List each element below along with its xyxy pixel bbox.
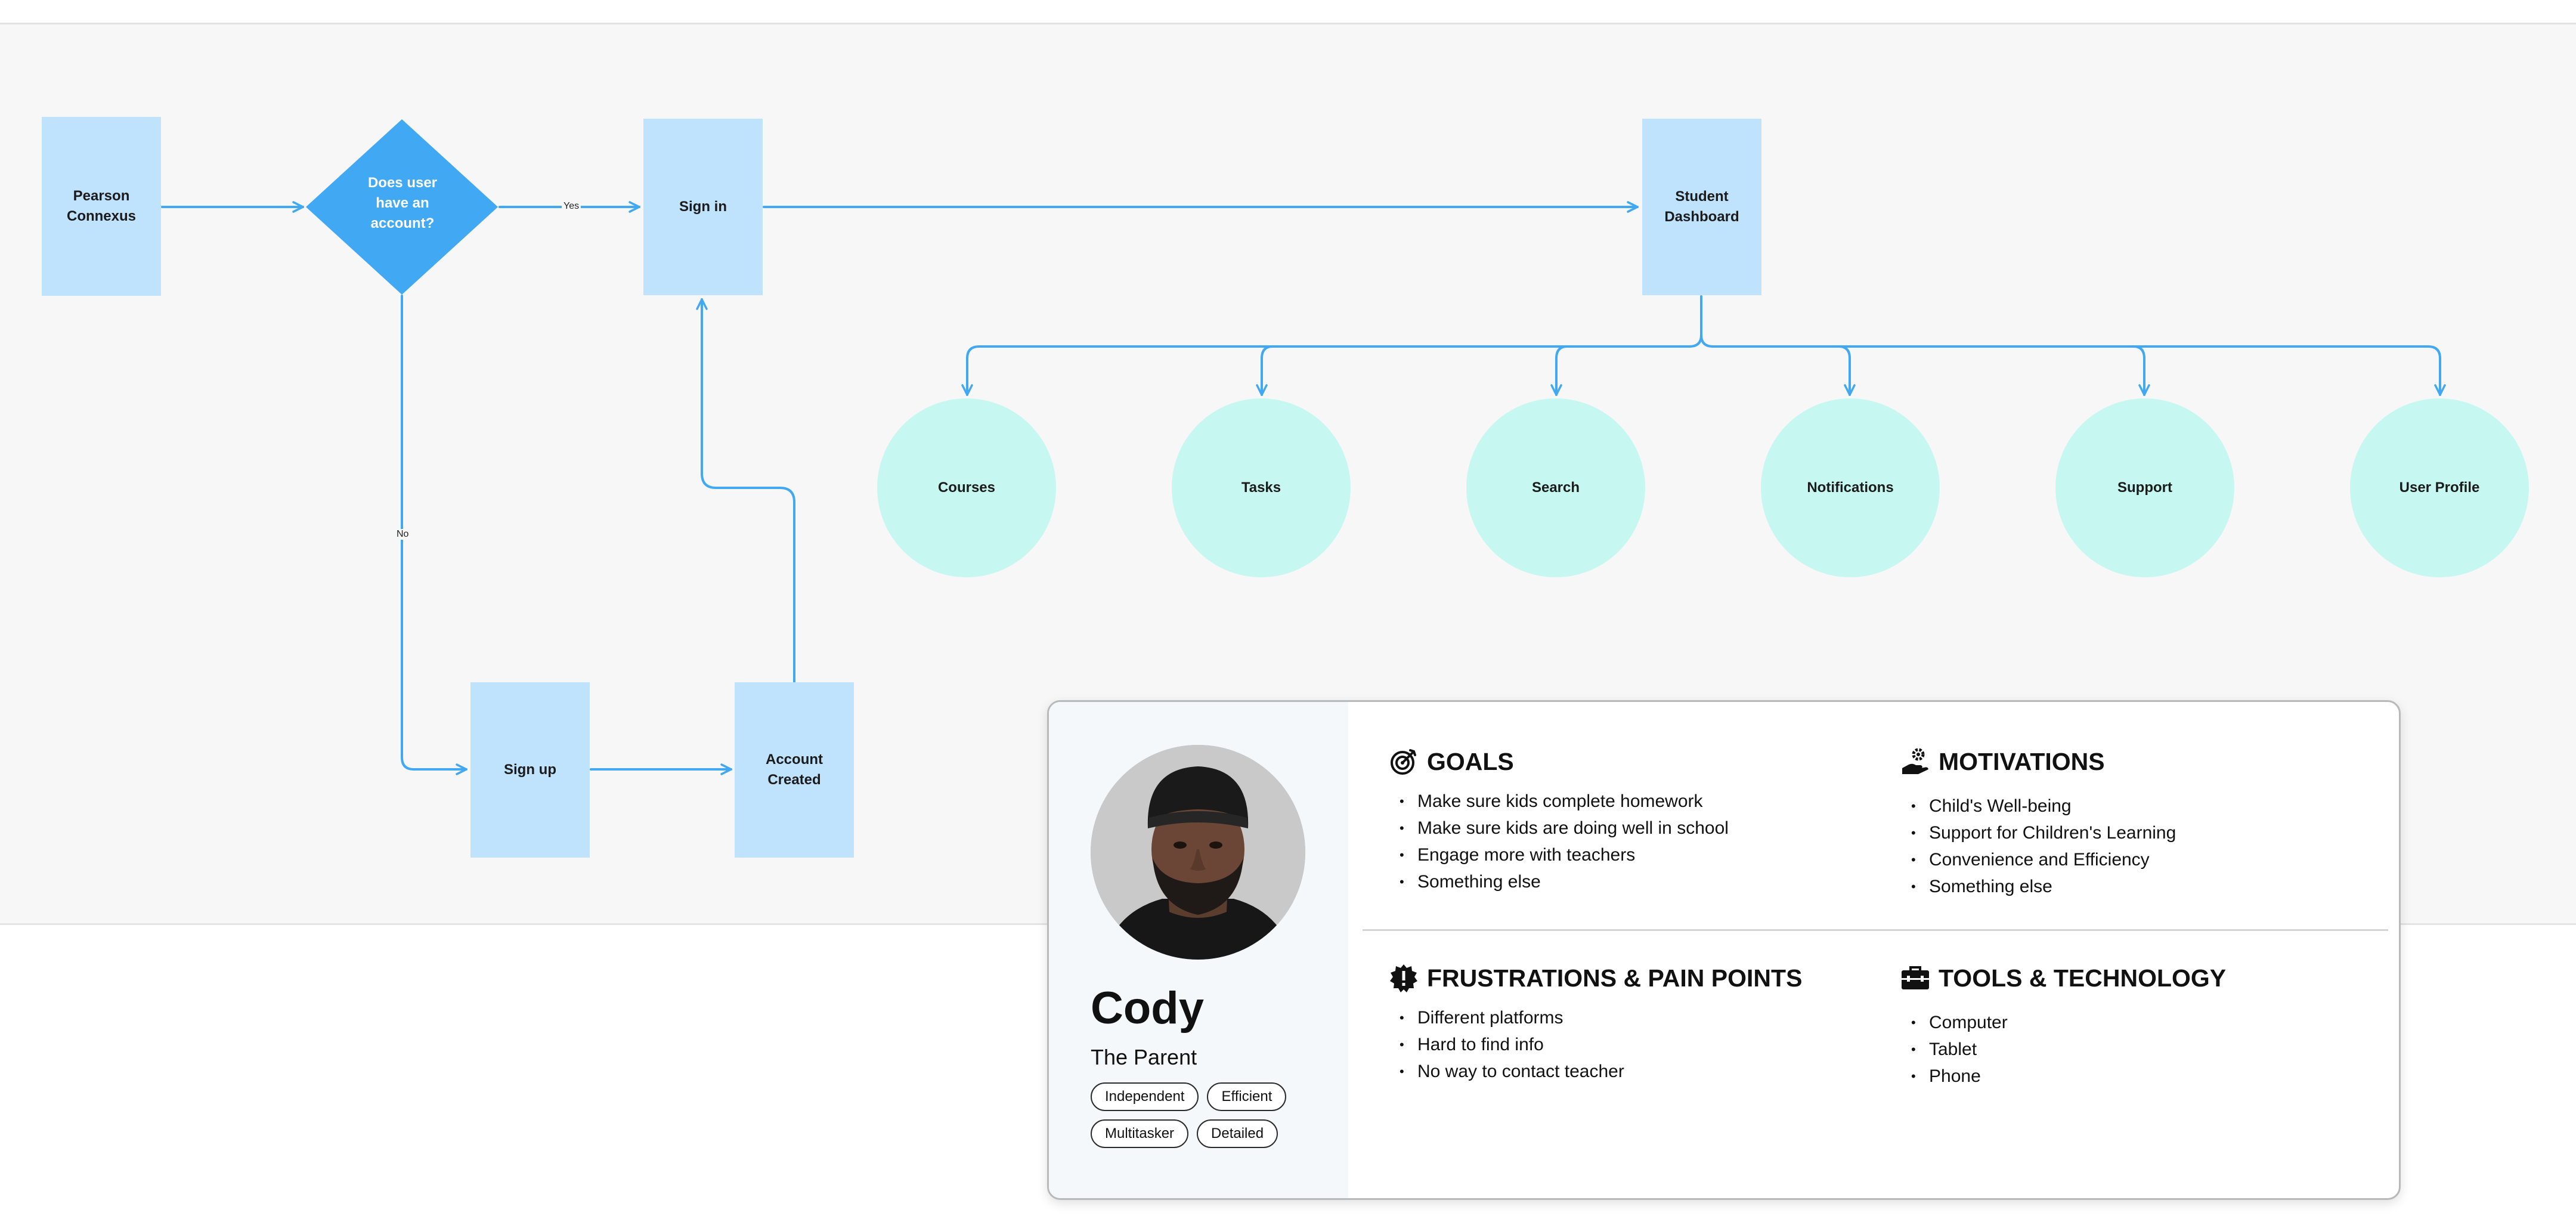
connector-branch-notif-drop	[1838, 345, 1856, 396]
node-student-dashboard[interactable]: Student Dashboard	[1642, 119, 1761, 295]
node-courses-label: Courses	[937, 479, 996, 496]
list-item: Make sure kids are doing well in school	[1400, 815, 1866, 842]
tools-section: TOOLS & TECHNOLOGY Computer Tablet Phone	[1900, 960, 2377, 1090]
goals-title: GOALS	[1427, 747, 1514, 775]
node-sign-in[interactable]: Sign in	[643, 119, 763, 295]
node-courses[interactable]: Courses	[877, 398, 1056, 577]
motivations-heading: MOTIVATIONS	[1900, 744, 2377, 779]
node-user-profile-label: User Profile	[2399, 479, 2480, 496]
motivations-list: Child's Well-being Support for Children'…	[1900, 793, 2377, 900]
frustrations-section: FRUSTRATIONS & PAIN POINTS Different pla…	[1389, 960, 1878, 1085]
connector-created-signin	[696, 298, 795, 683]
list-item: Engage more with teachers	[1400, 842, 1866, 868]
list-item: Something else	[1911, 873, 2377, 900]
connector-dashboard-trunk	[1688, 295, 1714, 348]
goals-list: Make sure kids complete homework Make su…	[1389, 788, 1866, 895]
persona-traits: Independent Efficient Multitasker Detail…	[1091, 1082, 1317, 1148]
list-item: Phone	[1911, 1063, 2377, 1090]
section-divider	[1363, 929, 2388, 931]
node-pearson-connexus-label: Pearson Connexus	[66, 188, 136, 224]
node-support[interactable]: Support	[2055, 398, 2234, 577]
list-item: Child's Well-being	[1911, 793, 2377, 819]
alert-badge-icon	[1390, 964, 1417, 992]
persona-sidebar: Cody The Parent Independent Efficient Mu…	[1049, 702, 1348, 1198]
persona-name: Cody	[1091, 983, 1204, 1034]
target-icon	[1391, 749, 1416, 775]
connector-branch-support	[2132, 345, 2150, 396]
decision-diamond	[306, 119, 498, 295]
goals-heading: GOALS	[1389, 744, 1866, 779]
persona-card: Cody The Parent Independent Efficient Mu…	[1047, 700, 2401, 1200]
node-account-created[interactable]: Account Created	[735, 682, 854, 858]
trait-tag: Independent	[1091, 1082, 1199, 1111]
node-account-created-label: Account Created	[766, 751, 823, 788]
list-item: No way to contact teacher	[1400, 1058, 1878, 1085]
tools-list: Computer Tablet Phone	[1900, 1009, 2377, 1090]
frustrations-title: FRUSTRATIONS & PAIN POINTS	[1427, 964, 1803, 992]
node-tasks-label: Tasks	[1241, 479, 1281, 496]
trait-tag: Multitasker	[1091, 1119, 1189, 1148]
node-sign-in-label: Sign in	[679, 199, 727, 215]
node-pearson-connexus[interactable]: Pearson Connexus	[42, 117, 161, 296]
list-item: Computer	[1911, 1009, 2377, 1036]
connector-branch-tasks	[1256, 345, 1274, 396]
list-item: Support for Children's Learning	[1911, 819, 2377, 846]
connector-branch-notifications	[1712, 345, 2446, 396]
list-item: Make sure kids complete homework	[1400, 788, 1866, 815]
node-sign-up[interactable]: Sign up	[470, 682, 590, 858]
hand-gear-icon	[1902, 748, 1928, 774]
motivations-section: MOTIVATIONS Child's Well-being Support f…	[1900, 744, 2377, 900]
connector-no	[401, 295, 467, 775]
avatar-portrait	[1091, 745, 1305, 960]
persona-role: The Parent	[1091, 1045, 1197, 1069]
node-search[interactable]: Search	[1466, 398, 1645, 577]
edge-label-no: No	[395, 529, 411, 540]
frustrations-heading: FRUSTRATIONS & PAIN POINTS	[1389, 960, 1878, 996]
node-notifications-label: Notifications	[1807, 479, 1894, 496]
list-item: Hard to find info	[1400, 1031, 1878, 1058]
node-user-profile[interactable]: User Profile	[2350, 398, 2529, 577]
list-item: Tablet	[1911, 1036, 2377, 1063]
node-notifications[interactable]: Notifications	[1761, 398, 1940, 577]
edge-label-yes: Yes	[562, 201, 581, 212]
node-tasks[interactable]: Tasks	[1172, 398, 1351, 577]
trait-tag: Detailed	[1197, 1119, 1278, 1148]
tools-title: TOOLS & TECHNOLOGY	[1939, 964, 2227, 992]
trait-tag: Efficient	[1207, 1082, 1287, 1111]
frustrations-list: Different platforms Hard to find info No…	[1389, 1004, 1878, 1085]
top-divider	[0, 23, 2576, 24]
node-student-dashboard-label: Student Dashboard	[1664, 188, 1739, 225]
goals-section: GOALS Make sure kids complete homework M…	[1389, 744, 1866, 895]
connector-branch-courses	[961, 345, 1690, 396]
connector-branch-search	[1550, 345, 1568, 396]
node-search-label: Search	[1531, 479, 1580, 496]
tools-heading: TOOLS & TECHNOLOGY	[1900, 960, 2377, 996]
node-sign-up-label: Sign up	[504, 762, 556, 778]
list-item: Convenience and Efficiency	[1911, 846, 2377, 873]
avatar	[1091, 745, 1305, 960]
list-item: Different platforms	[1400, 1004, 1878, 1031]
list-item: Something else	[1400, 868, 1866, 895]
toolbox-icon	[1902, 966, 1929, 989]
motivations-title: MOTIVATIONS	[1939, 747, 2105, 775]
decision-label: Does user have an account?	[367, 175, 438, 231]
node-support-label: Support	[2117, 479, 2172, 496]
